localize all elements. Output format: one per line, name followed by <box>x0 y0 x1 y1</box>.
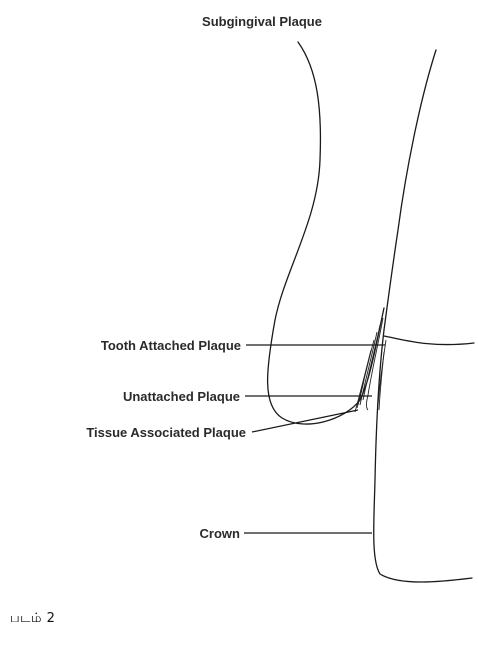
gingival-margin <box>384 336 474 345</box>
diagram-title: Subgingival Plaque <box>202 14 322 29</box>
tissue-associated-leader <box>252 410 358 432</box>
tooth-outline <box>374 50 472 582</box>
plaque-deposit <box>355 318 386 412</box>
figure-caption: படம் 2 <box>10 611 55 627</box>
tooth-attached-label: Tooth Attached Plaque <box>101 338 241 353</box>
unattached-label: Unattached Plaque <box>123 389 240 404</box>
tissue-associated-label: Tissue Associated Plaque <box>86 425 246 440</box>
crown-label: Crown <box>200 526 241 541</box>
